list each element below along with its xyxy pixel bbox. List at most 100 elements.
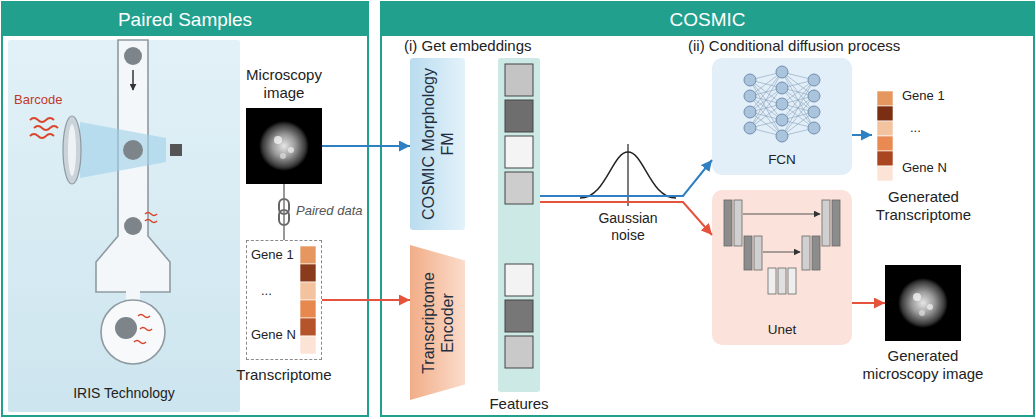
expression-cell [300, 264, 316, 282]
microfluidic-device [30, 40, 182, 364]
step-title: (ii) Conditional diffusion process [688, 37, 900, 55]
connector-arrow [283, 184, 285, 240]
expression-cell [877, 136, 893, 151]
model-label: Unet [712, 322, 852, 338]
cell [123, 140, 143, 160]
feature-cell [505, 100, 533, 132]
gene-label: ... [910, 120, 921, 136]
expression-cell [877, 166, 893, 181]
cell-image [898, 278, 948, 328]
droplet-chamber [101, 300, 165, 364]
connector-arrow [852, 134, 872, 136]
network-links [750, 72, 814, 136]
feature-cell [505, 264, 533, 296]
box-caption: Transcriptome [224, 366, 344, 384]
panel-label: IRIS Technology [8, 385, 240, 402]
laser-beam [80, 122, 166, 178]
network-neurons [744, 66, 820, 142]
unet-bar [778, 268, 786, 294]
expression-cell [877, 106, 893, 121]
panel-title: COSMIC [382, 3, 1033, 36]
edge-label: Paired data [294, 203, 365, 219]
unet-bar [744, 236, 752, 270]
unet-bar [812, 236, 820, 270]
unet-bar [802, 236, 810, 270]
gene-label: ... [261, 283, 272, 299]
encoder-shape [410, 245, 465, 400]
neuron [776, 82, 788, 94]
panel: COSMIC COSMIC Morphology FM Transcriptome … [380, 1, 1035, 417]
image-title: Microscopy image [229, 66, 339, 102]
feature-cell [505, 300, 533, 332]
connector-arrow [322, 145, 410, 147]
cell-spot [913, 293, 921, 301]
unet-bar [832, 200, 840, 246]
feature-cell [505, 172, 533, 204]
gene-label: Gene 1 [902, 88, 945, 104]
neuron [808, 90, 820, 102]
feature-cell [505, 64, 533, 96]
skip-connection [743, 214, 820, 215]
model-box: COSMIC Morphology FM [410, 58, 465, 230]
encoder-trapezoid: Transcriptome Encoder [410, 245, 465, 400]
gene-label: Gene N [251, 327, 296, 343]
neuron [808, 106, 820, 118]
detector [170, 144, 182, 156]
microscopy-cell [259, 121, 309, 171]
expression-cell [300, 282, 316, 300]
feature-cell [505, 336, 533, 368]
cell-image [259, 121, 309, 171]
expression-cell [877, 91, 893, 106]
unet-bar [788, 268, 796, 294]
cell-spot [919, 310, 925, 316]
trapezoid-outline [410, 245, 465, 400]
skip-connection [763, 252, 800, 253]
cell [124, 47, 142, 65]
unet-bar [754, 236, 762, 270]
generated-cell [898, 278, 948, 328]
expression-cell [300, 318, 316, 336]
neuron [808, 122, 820, 134]
barcode-symbol [134, 315, 152, 344]
lens [63, 116, 81, 184]
unet-bar [724, 200, 732, 246]
annotation: Gaussian noise [588, 210, 668, 244]
unet-icon [724, 200, 840, 294]
box-caption: Generated Transcriptome [859, 188, 989, 224]
step-title: (i) Get embeddings [404, 37, 532, 55]
neuron [744, 74, 756, 86]
barcode-symbol [30, 118, 58, 138]
unet-bar [768, 268, 776, 294]
neuron [776, 98, 788, 110]
expression-cell [300, 246, 316, 264]
expression-cell [877, 151, 893, 166]
barcode-symbol [145, 213, 157, 223]
neuron [776, 114, 788, 126]
cell-spot [927, 304, 933, 310]
flow-arrow [132, 70, 134, 90]
cell-spot [274, 136, 282, 144]
connector-arrow [322, 299, 410, 301]
neuron [808, 74, 820, 86]
cell-spot [288, 147, 294, 153]
feature-vectors [505, 64, 533, 368]
neuron [744, 106, 756, 118]
model-label: COSMIC Morphology FM [418, 62, 456, 227]
cell [124, 217, 142, 235]
neural-network-icon [744, 66, 820, 142]
expression-cell [300, 336, 316, 354]
neuron [776, 130, 788, 142]
unet-bar [734, 200, 742, 246]
neuron [776, 66, 788, 78]
box-caption: Features [479, 395, 559, 413]
expression-cell [877, 121, 893, 136]
cell [115, 317, 137, 339]
unet-bar [822, 200, 830, 246]
connector-arrow [540, 160, 712, 196]
expression-cell [300, 300, 316, 318]
connector-arrow [852, 302, 885, 304]
generated-expression-column [877, 91, 893, 181]
annotation: Barcode [14, 92, 62, 108]
gene-label: Gene 1 [251, 247, 294, 263]
